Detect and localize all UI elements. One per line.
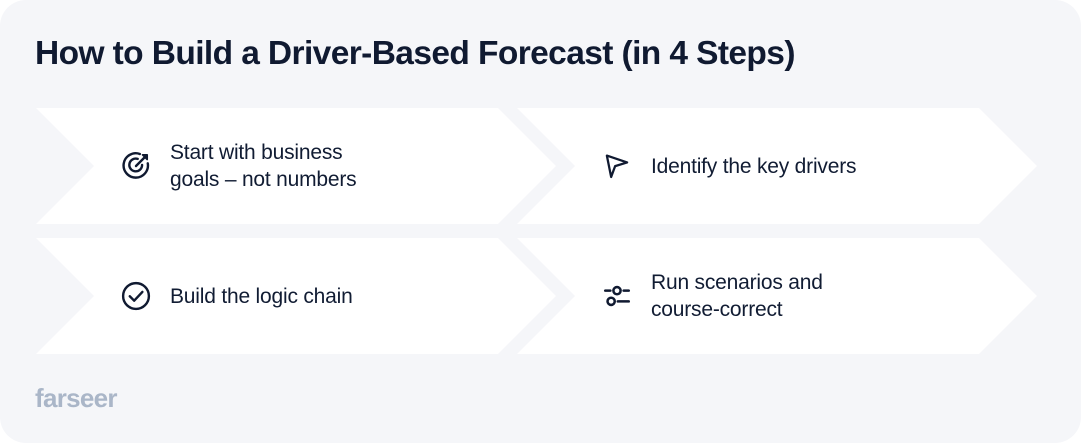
step-card-4[interactable]: Run scenarios and course-correct [517,238,1037,354]
steps-grid: Start with business goals – not numbers … [0,108,1081,354]
step-card-1-label: Start with business goals – not numbers [170,141,357,191]
sliders-icon [599,278,635,314]
target-arrow-icon [118,148,154,184]
step-card-3-inner: Build the logic chain [36,278,556,314]
check-circle-icon [118,278,154,314]
step-card-1[interactable]: Start with business goals – not numbers [36,108,556,224]
step-card-1-inner: Start with business goals – not numbers [36,139,556,193]
cursor-pointer-icon [599,148,635,184]
step-card-3-label: Build the logic chain [170,284,353,308]
step-card-4-inner: Run scenarios and course-correct [517,269,1037,323]
step-card-2[interactable]: Identify the key drivers [517,108,1037,224]
step-card-2-label: Identify the key drivers [651,154,857,178]
step-card-4-label: Run scenarios and course-correct [651,271,823,321]
step-card-2-inner: Identify the key drivers [517,148,1037,184]
page-title: How to Build a Driver-Based Forecast (in… [35,35,795,72]
brand-logo: farseer [35,383,118,413]
step-card-3[interactable]: Build the logic chain [36,238,556,354]
